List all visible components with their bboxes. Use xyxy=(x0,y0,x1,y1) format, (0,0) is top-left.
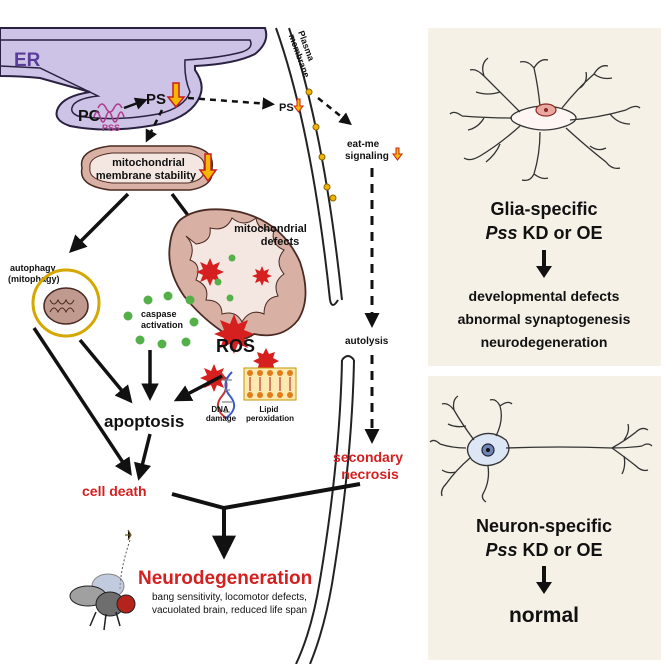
ps-small-down-arrow-icon xyxy=(293,98,304,113)
ros-to-apoptosis-arrow xyxy=(173,374,223,402)
mito-defects-icon xyxy=(168,208,307,340)
ps-to-eatme-arrow xyxy=(317,97,352,126)
caspase-dots xyxy=(123,254,236,349)
autophagosome-icon xyxy=(31,268,101,338)
dna-icon xyxy=(216,371,236,419)
converge-arrow xyxy=(171,482,361,560)
neuron-panel xyxy=(428,376,661,660)
mito-defects-label: mitochondrial defects xyxy=(234,223,310,248)
glia-title-line2: Pss KD or OE xyxy=(485,223,602,243)
autolysis-label: autolysis xyxy=(345,336,389,347)
secondary-necrosis-label: secondary necrosis xyxy=(333,449,407,482)
lipid-peroxidation-label: Lipid peroxidation xyxy=(246,405,294,423)
mito-stability-label: mitochondrial membrane stability xyxy=(96,157,197,182)
glia-outcome-3: neurodegeneration xyxy=(481,334,608,350)
autophagy-label: autophagy (mitophagy) xyxy=(8,263,60,284)
glia-nucleolus-icon xyxy=(544,108,548,112)
plasma-membrane-label: Plasma membrane xyxy=(287,29,321,79)
ps-down-arrow-icon xyxy=(166,82,186,109)
neuron-down-arrow-icon xyxy=(536,566,552,594)
mito-stability-icon xyxy=(80,145,214,191)
ps-exposure-dots xyxy=(305,88,337,202)
glia-down-arrow-icon xyxy=(536,250,552,278)
autophagy-to-apoptosis-arrow xyxy=(78,338,133,404)
phenotypes-label: bang sensitivity, locomotor defects, vac… xyxy=(152,592,310,616)
eat-me-label: eat-me signaling xyxy=(345,139,389,162)
pss-enzyme-icon xyxy=(93,103,125,123)
neurodegeneration-label: Neurodegeneration xyxy=(138,568,312,589)
eat-me-down-arrow-icon xyxy=(392,147,403,161)
mito-down-arrow-icon xyxy=(198,153,218,183)
er-label: ER xyxy=(14,50,41,71)
plasma-membrane xyxy=(275,27,355,665)
neuron-title-line2: Pss KD or OE xyxy=(485,540,602,560)
apoptosis-to-celldeath-arrow xyxy=(134,433,152,481)
ps-flip-arrow xyxy=(187,96,275,110)
caspase-label: caspase activation xyxy=(141,309,183,330)
autophagy-to-celldeath-arrow xyxy=(32,327,132,476)
glia-cell-icon xyxy=(449,57,641,182)
lipid-bilayer-icon xyxy=(243,367,297,401)
er-membrane xyxy=(0,27,268,131)
glia-outcome-2: abnormal synaptogenesis xyxy=(458,311,631,327)
glia-outcome-1: developmental defects xyxy=(469,288,620,304)
pc-label: PC xyxy=(78,108,101,125)
pss-label: PSS xyxy=(102,123,120,133)
neuron-outcome: normal xyxy=(509,604,579,627)
neuron-title-line1: Neuron-specific xyxy=(476,516,612,536)
cell-death-label: cell death xyxy=(82,483,147,499)
fly-icon xyxy=(69,529,136,631)
glia-panel xyxy=(428,28,661,366)
ps-label: PS xyxy=(146,91,166,108)
pc-to-ps-arrow xyxy=(123,97,148,110)
ps-small-label: PS xyxy=(279,102,294,114)
apoptosis-label: apoptosis xyxy=(104,412,184,431)
ros-label: ROS xyxy=(216,336,255,356)
neuron-nucleolus-icon xyxy=(486,448,490,452)
ps-to-mito-arrow xyxy=(145,109,164,143)
mito-to-autophagy-arrow xyxy=(69,192,130,253)
glia-title-line1: Glia-specific xyxy=(490,199,597,219)
dna-damage-label: DNA damage xyxy=(206,405,237,423)
